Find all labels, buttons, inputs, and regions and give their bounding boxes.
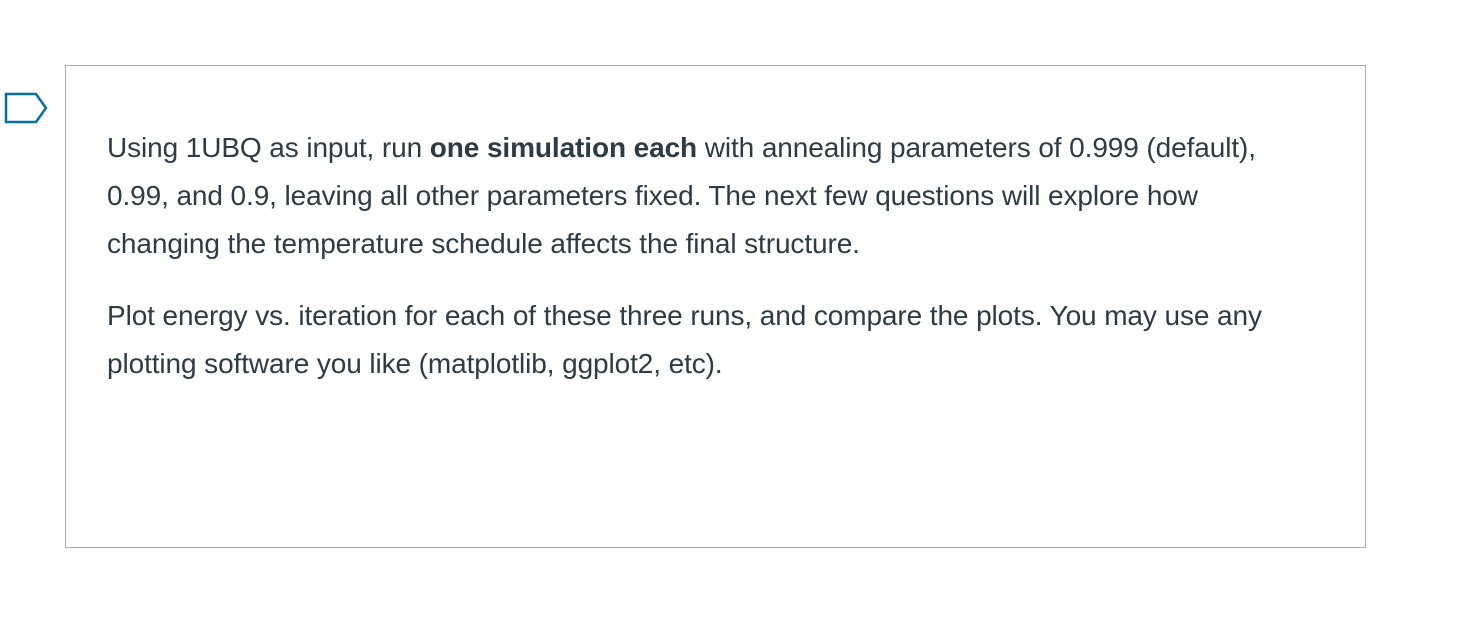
question-text: Using 1UBQ as input, run one simulation … [107,124,1307,412]
flag-outline-icon [4,92,48,124]
question-paragraph-2: Plot energy vs. iteration for each of th… [107,300,1262,379]
paragraph-1-before: Using 1UBQ as input, run [107,132,430,163]
paragraph-1-emphasis: one simulation each [429,132,698,163]
question-paragraph-1: Using 1UBQ as input, run one simulation … [107,124,1307,268]
flag-question-button[interactable] [4,92,48,126]
paragraph-1-after: with annealing parameters of 0.999 (defa… [107,132,1256,259]
question-box: Using 1UBQ as input, run one simulation … [65,65,1366,548]
